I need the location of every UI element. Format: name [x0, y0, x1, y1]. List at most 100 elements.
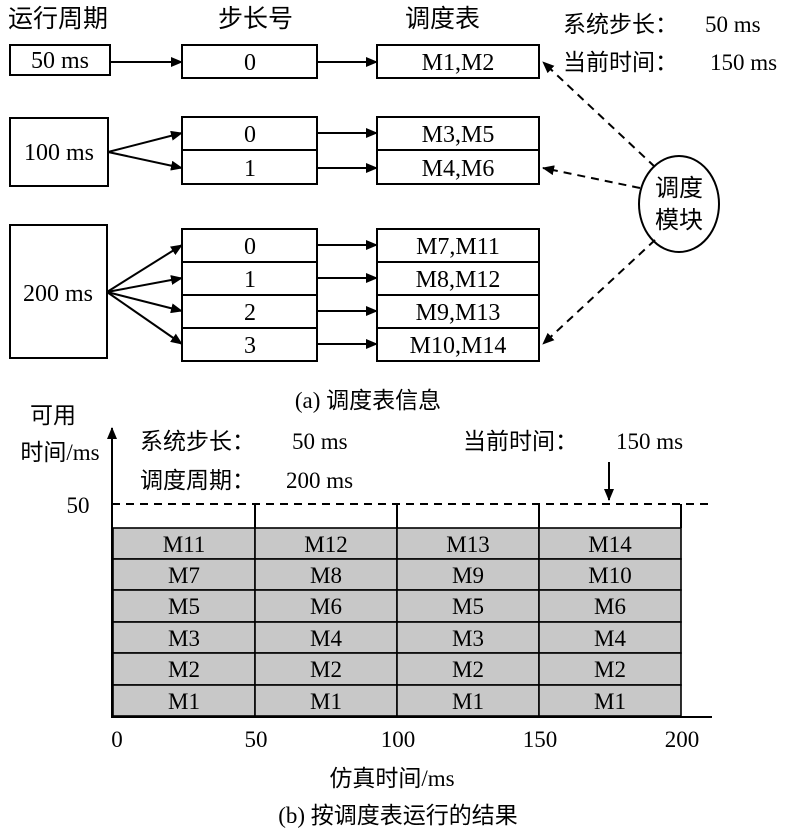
part-b: 可用 时间/ms 50 系统步长： 50 ms 调度周期： 200 ms 当前时…	[20, 403, 712, 828]
module-cell-label: M13	[446, 532, 489, 557]
dashed-arrow	[542, 165, 641, 189]
step-box	[181, 327, 318, 362]
caption-b: (b) 按调度表运行的结果	[278, 803, 518, 828]
module-cell-label: M2	[168, 657, 200, 682]
info-current-time-label: 当前时间：	[463, 429, 578, 454]
step-label: 1	[244, 156, 256, 182]
module-cell-label: M1	[310, 689, 342, 714]
module-cell-label: M2	[452, 657, 484, 682]
arrow	[107, 151, 183, 171]
module-cell	[112, 684, 256, 717]
x-tick: 0	[111, 727, 123, 752]
module-cell	[538, 589, 682, 623]
module-cell-label: M6	[310, 594, 342, 619]
arrow	[107, 130, 183, 153]
table-box	[376, 116, 540, 151]
module-cell-label: M10	[588, 563, 631, 588]
period-box	[9, 117, 109, 187]
x-tick: 150	[523, 727, 558, 752]
table-label: M7,M11	[416, 234, 500, 260]
arrow	[106, 275, 183, 293]
table-label: M3,M5	[422, 122, 495, 148]
y-axis-label-1: 可用	[30, 403, 76, 428]
table-box	[376, 327, 540, 362]
y-axis-label-2: 时间/ms	[20, 440, 99, 465]
x-tick: 100	[381, 727, 416, 752]
info-current-time-value: 150 ms	[710, 50, 777, 75]
group-50ms: 50 ms 0 M1,M2	[9, 44, 540, 79]
x-tick: 50	[245, 727, 268, 752]
module-cell-label: M4	[594, 626, 626, 651]
module-cell-label: M3	[452, 626, 484, 651]
module-cell-label: M2	[310, 657, 342, 682]
info-schedule-period-value: 200 ms	[286, 468, 353, 493]
module-cell	[396, 527, 540, 560]
table-box	[376, 228, 540, 263]
module-cell-label: M12	[304, 532, 347, 557]
period-label: 200 ms	[23, 281, 93, 307]
table-label: M8,M12	[416, 267, 501, 293]
scheduler-label-2: 模块	[655, 207, 703, 234]
header-table: 调度表	[405, 5, 480, 33]
module-cell-label: M1	[594, 689, 626, 714]
period-box	[9, 224, 108, 359]
table-label: M10,M14	[410, 333, 507, 359]
table-label: M1,M2	[422, 50, 495, 76]
info-current-time-label: 当前时间：	[563, 50, 678, 75]
module-cell	[538, 527, 682, 560]
module-cell-label: M11	[163, 532, 206, 557]
header-step: 步长号	[218, 5, 293, 33]
module-cell-label: M9	[452, 563, 484, 588]
step-label: 0	[244, 50, 256, 76]
y-tick-50: 50	[67, 493, 90, 518]
module-cell	[538, 684, 682, 717]
module-cell-label: M1	[168, 689, 200, 714]
step-box	[181, 44, 318, 79]
table-box	[376, 149, 540, 185]
module-cell-label: M6	[594, 594, 626, 619]
arrow	[106, 291, 183, 345]
group-100ms: 100 ms 0 1 M3,M5 M4,M6	[9, 116, 540, 187]
module-cell-label: M14	[588, 532, 632, 557]
module-cell	[254, 621, 398, 654]
step-box	[181, 294, 318, 329]
scheduler-circle	[638, 155, 720, 253]
scheduler-module: 调度 模块	[542, 61, 720, 345]
dashed-arrow	[542, 61, 656, 168]
period-label: 100 ms	[24, 140, 94, 166]
header-period: 运行周期	[8, 5, 108, 33]
step-label: 0	[244, 122, 256, 148]
module-cell-label: M3	[168, 626, 200, 651]
table-box	[376, 261, 540, 296]
table-box	[376, 44, 540, 79]
module-cell-label: M4	[310, 626, 342, 651]
step-label: 0	[244, 234, 256, 260]
info-system-step-value: 50 ms	[292, 429, 348, 454]
table-label: M9,M13	[416, 300, 501, 326]
module-cell	[112, 621, 256, 654]
caption-a: (a) 调度表信息	[295, 388, 441, 413]
module-cell	[538, 558, 682, 591]
step-box	[181, 228, 318, 263]
module-grid: M11 M7 M5 M3 M2 M1 M12 M8 M6 M4 M2 M1	[112, 527, 682, 717]
info-system-step-label: 系统步长：	[140, 429, 255, 454]
info-system-step-value: 50 ms	[705, 12, 761, 37]
period-label: 50 ms	[31, 48, 89, 74]
module-cell-label: M1	[452, 689, 484, 714]
info-current-time-value: 150 ms	[616, 429, 683, 454]
arrow	[106, 244, 183, 293]
module-cell-label: M5	[168, 594, 200, 619]
x-tick: 200	[665, 727, 700, 752]
dashed-arrow	[542, 239, 656, 345]
module-cell-label: M5	[452, 594, 484, 619]
module-cell	[254, 558, 398, 591]
period-box	[9, 44, 111, 76]
table-label: M4,M6	[422, 156, 495, 182]
module-cell-label: M8	[310, 563, 342, 588]
module-cell	[112, 527, 256, 560]
step-label: 2	[244, 300, 256, 326]
info-schedule-period-label: 调度周期：	[140, 468, 255, 493]
step-box	[181, 149, 318, 185]
